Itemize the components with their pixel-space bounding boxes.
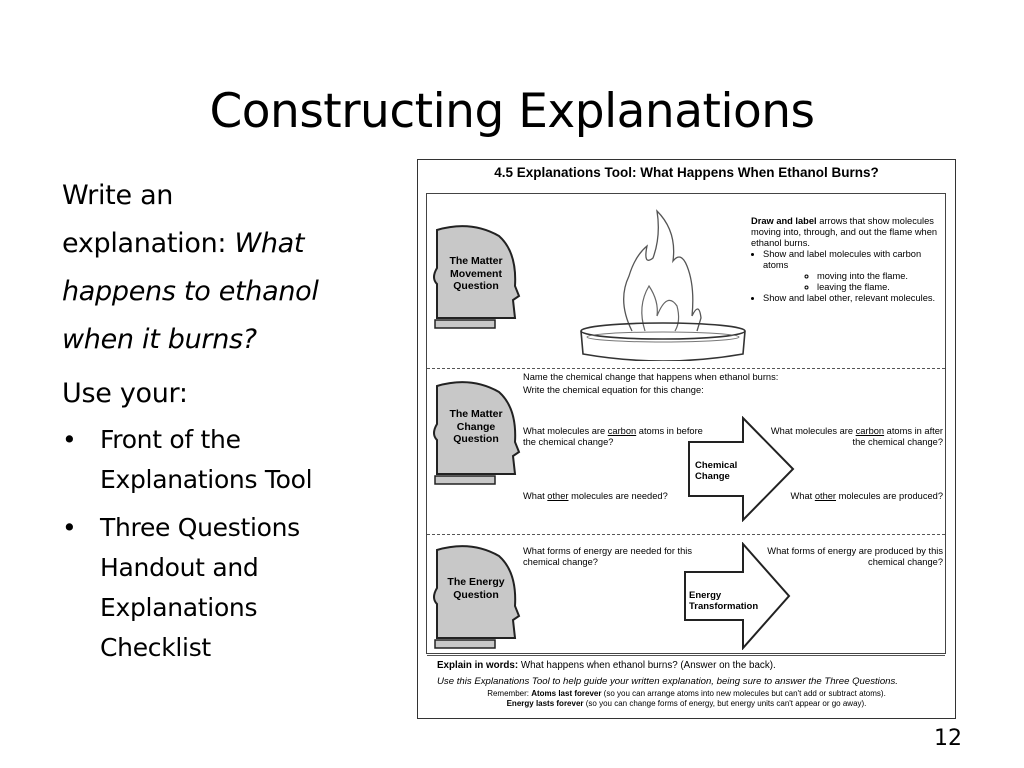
equation-prompt: Write the chemical equation for this cha… [523, 385, 704, 395]
energy-label: The Energy Question [447, 576, 505, 601]
section-divider [427, 655, 945, 656]
bullet-text: Front of the [100, 425, 241, 454]
instruction-subbullet: moving into the flame. [817, 271, 941, 282]
bullet-text: Explanations [100, 593, 258, 622]
bullet-text: Checklist [100, 633, 211, 662]
bullet-text: Explanations Tool [100, 465, 313, 494]
burning-dish-icon [580, 209, 746, 361]
section-divider [427, 534, 945, 535]
head-silhouette-icon [433, 225, 521, 329]
chemical-change-label: Chemical Change [695, 460, 738, 482]
intro-text: explanation: [62, 228, 235, 259]
instruction-subbullet: leaving the flame. [817, 282, 941, 293]
worksheet-box: The Matter Movement Question Draw and la… [426, 193, 946, 687]
chemical-change-arrow-icon [688, 416, 795, 522]
slide-title: Constructing Explanations [209, 84, 815, 139]
instruction-bullet: Show and label molecules with carbon ato… [763, 249, 941, 293]
matter-movement-label: The Matter Movement Question [449, 255, 503, 292]
section-divider [427, 368, 945, 369]
matter-change-head: The Matter Change Question [431, 378, 521, 488]
slide-body: Write an explanation: What happens to et… [62, 172, 397, 668]
question-text: happens to ethanol [62, 276, 319, 307]
matter-movement-head: The Matter Movement Question [431, 222, 521, 332]
energy-needed-prompt: What forms of energy are needed for this… [523, 546, 692, 567]
energy-produced-prompt: What forms of energy are produced by thi… [767, 546, 943, 567]
bullet-text: Three Questions [100, 513, 300, 542]
page-number: 12 [934, 726, 962, 751]
remember-note: Remember: Atoms last forever (so you can… [418, 689, 955, 709]
explanations-tool-worksheet: 4.5 Explanations Tool: What Happens When… [417, 159, 956, 719]
instruction-text: arrows that show molecules moving into, … [751, 216, 938, 248]
intro-line: Write an [62, 180, 174, 211]
question-text: when it burns? [62, 324, 257, 355]
bullet-item: • Front of the Explanations Tool [62, 420, 397, 500]
energy-transformation-label: Energy Transformation [689, 590, 759, 612]
use-label: Use your: [62, 378, 188, 409]
question-text: What [234, 228, 305, 259]
other-needed-prompt: What other molecules are needed? [523, 491, 668, 501]
bullet-item: • Three Questions Handout and Explanatio… [62, 508, 397, 668]
energy-transformation-arrow-icon [684, 542, 791, 650]
instruction-bold: Draw and label [751, 216, 817, 226]
instruction-bullet: Show and label other, relevant molecules… [763, 293, 941, 304]
carbon-after-prompt: What molecules are carbon atoms in after… [770, 426, 943, 447]
name-change-prompt: Name the chemical change that happens wh… [523, 372, 779, 382]
head-silhouette-icon [433, 381, 521, 485]
other-produced-prompt: What other molecules are produced? [790, 491, 943, 501]
use-tool-note: Use this Explanations Tool to help guide… [437, 676, 898, 687]
draw-instructions: Draw and label arrows that show molecule… [751, 216, 941, 304]
matter-change-label: The Matter Change Question [449, 408, 503, 445]
energy-head: The Energy Question [431, 542, 521, 652]
carbon-before-prompt: What molecules are carbon atoms in befor… [523, 426, 703, 447]
bullet-dot-icon: • [62, 425, 77, 454]
head-silhouette-icon [433, 545, 521, 649]
atoms-line: Remember: Atoms last forever (so you can… [487, 689, 886, 698]
bullet-dot-icon: • [62, 513, 77, 542]
bullet-text: Handout and [100, 553, 259, 582]
energy-line: Energy lasts forever (so you can change … [506, 699, 867, 708]
explain-in-words: Explain in words: What happens when etha… [437, 660, 776, 671]
worksheet-title: 4.5 Explanations Tool: What Happens When… [494, 165, 879, 180]
intro-line: explanation: What [62, 220, 397, 268]
